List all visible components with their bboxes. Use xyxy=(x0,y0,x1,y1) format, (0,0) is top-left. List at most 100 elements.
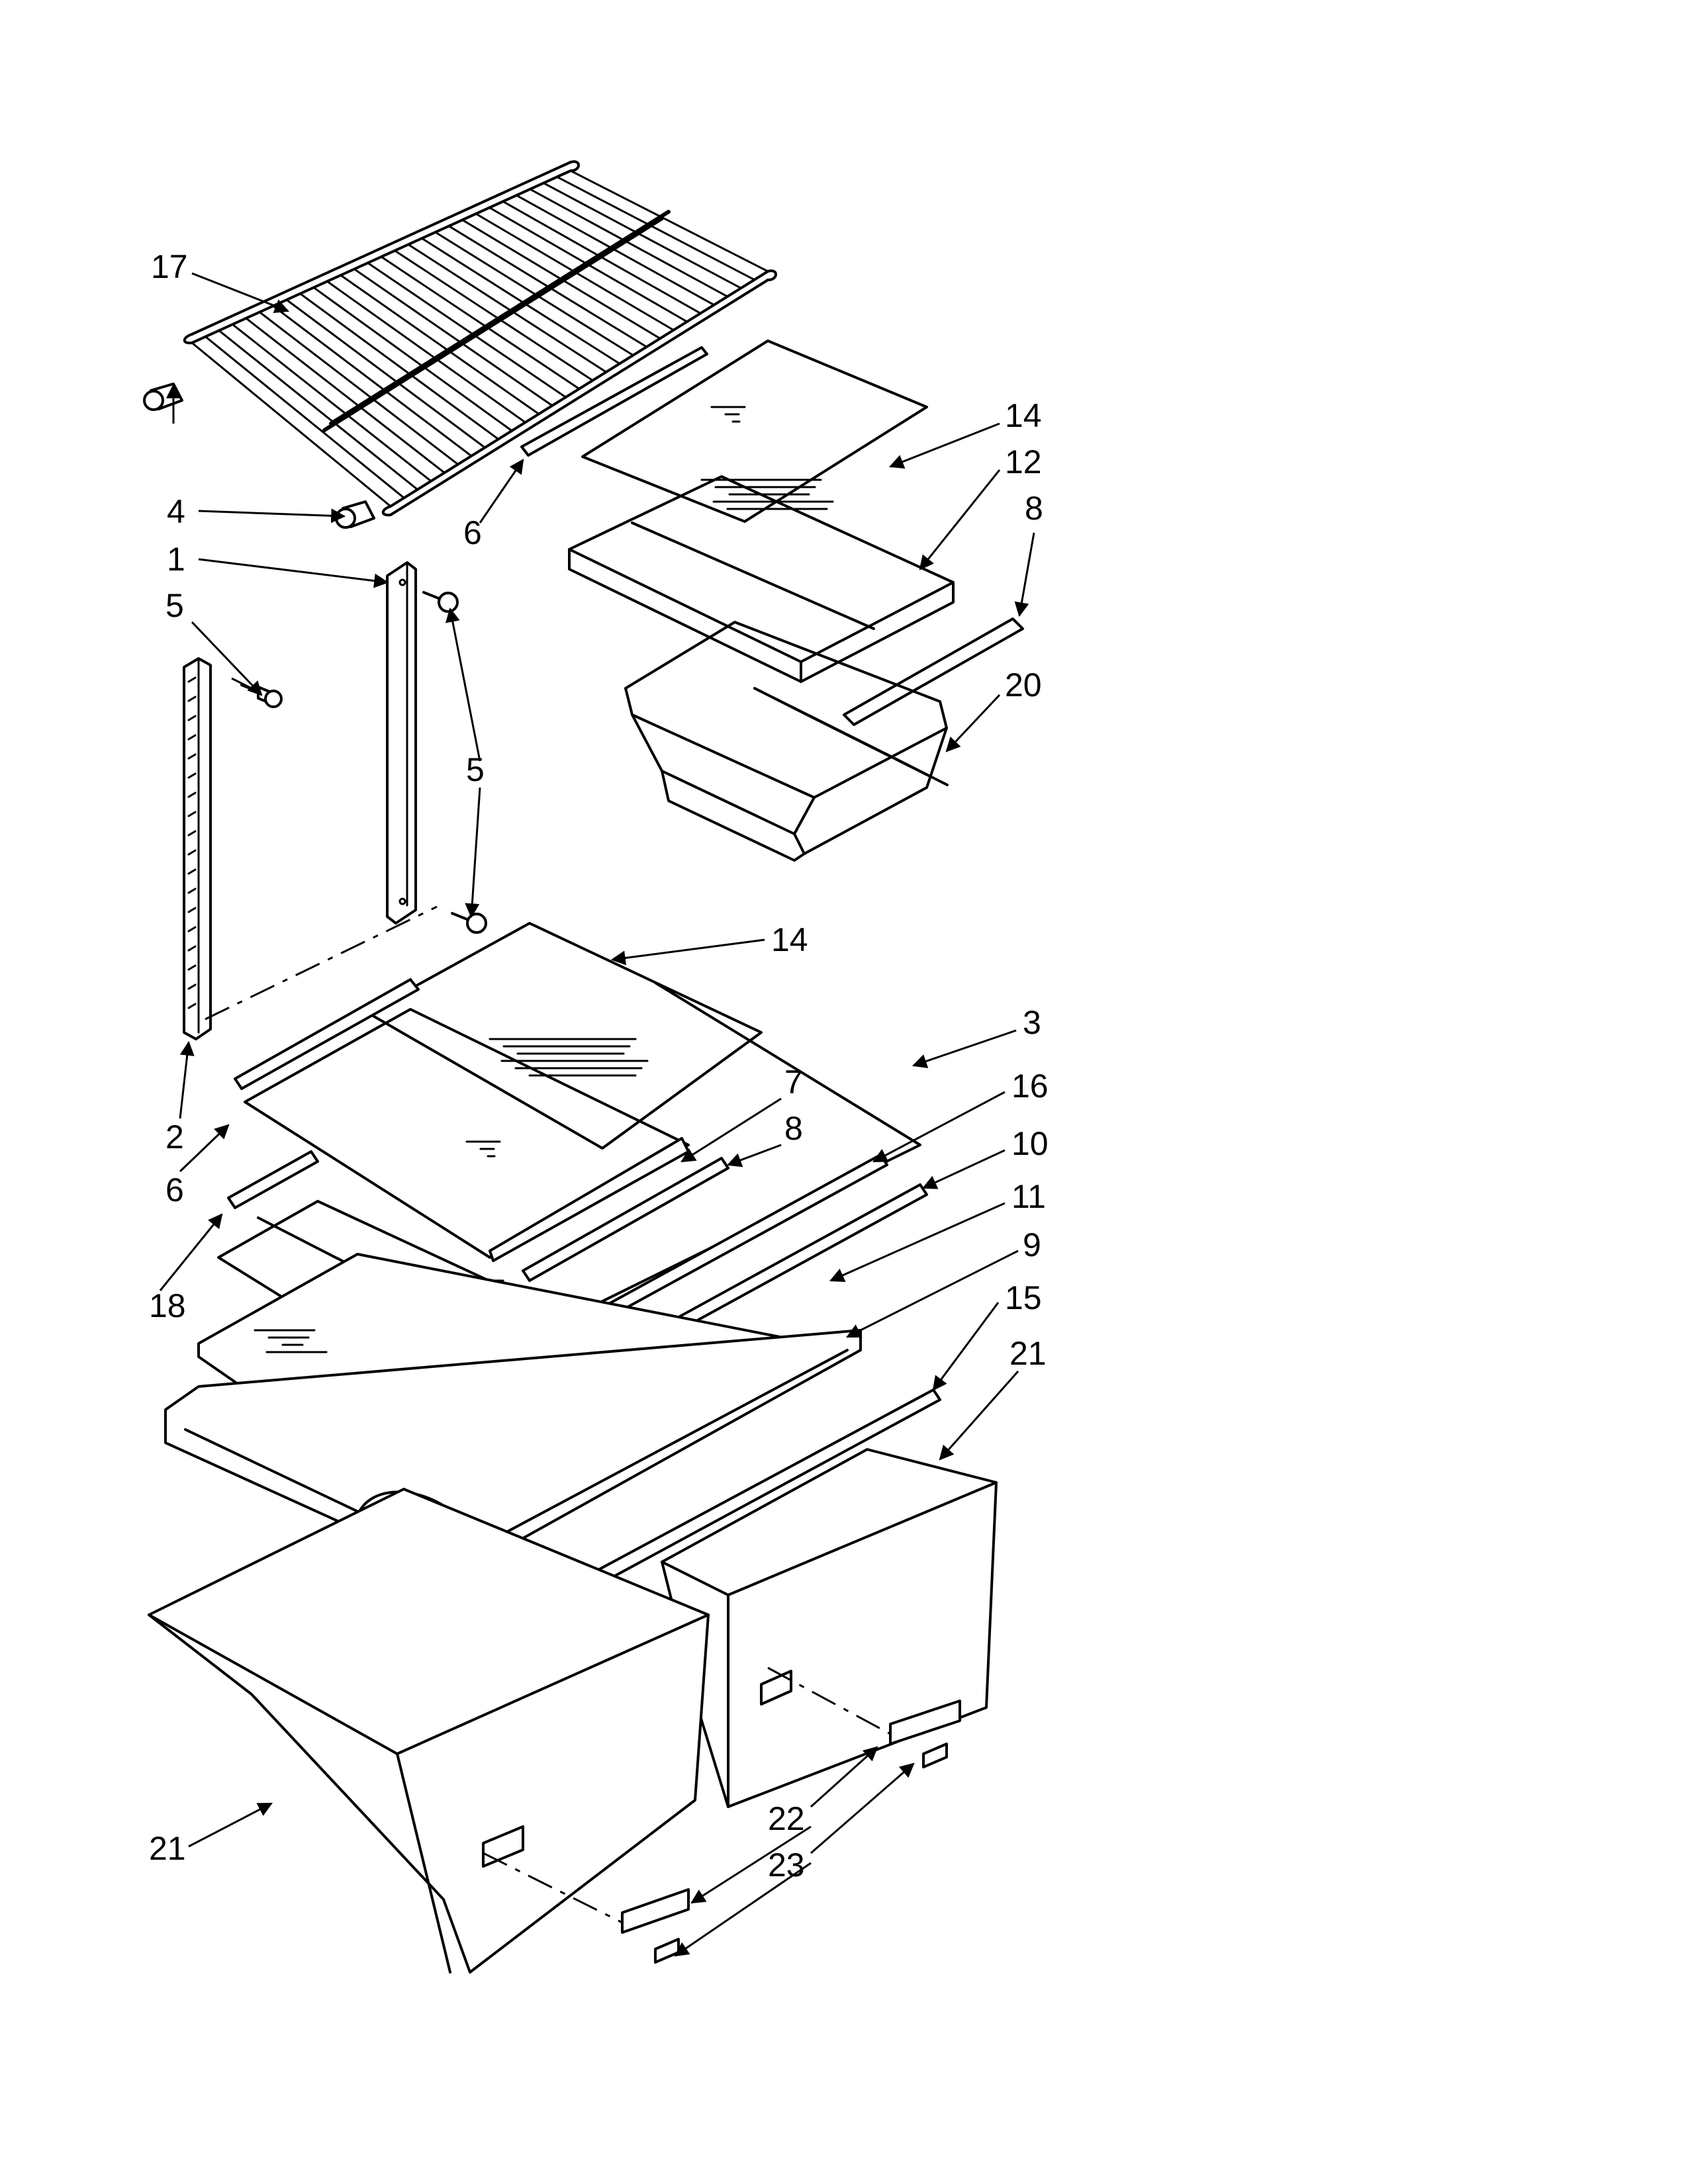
ladder-slot xyxy=(187,830,197,837)
ladder-slot xyxy=(187,792,197,798)
leader-arrow xyxy=(159,1213,223,1291)
leader-arrow xyxy=(912,1029,1017,1069)
ladder-slot xyxy=(187,945,197,952)
leader-lines xyxy=(159,272,1035,1957)
shelf-wire xyxy=(340,274,540,416)
pan-vent xyxy=(883,752,949,786)
callout-11: 11 xyxy=(1011,1178,1046,1215)
shelf-wire xyxy=(285,298,486,449)
shelf-wire xyxy=(407,243,608,373)
leader-arrow xyxy=(445,607,481,762)
shelf-wire xyxy=(218,329,419,491)
ladder-slot xyxy=(187,849,197,856)
shelf-wire xyxy=(475,212,675,332)
callout-6-top: 6 xyxy=(463,514,482,551)
leader-arrow xyxy=(179,1040,195,1119)
shelf-wire xyxy=(502,200,702,314)
callout-1: 1 xyxy=(167,541,185,578)
leader-arrow xyxy=(829,1202,1006,1283)
callout-6-left: 6 xyxy=(165,1171,184,1208)
shelf-wire xyxy=(447,225,648,348)
ladder-slot xyxy=(187,715,197,721)
shelf-wire xyxy=(569,169,769,273)
callout-2: 2 xyxy=(165,1118,184,1156)
callout-labels: 17 4 1 5 5 6 14 12 8 20 14 3 7 8 16 10 1… xyxy=(149,248,1049,1884)
leader-arrow xyxy=(872,1091,1006,1163)
callout-4: 4 xyxy=(167,493,185,530)
shelf-wire xyxy=(556,175,756,281)
leader-arrow xyxy=(465,787,481,919)
callout-8-top: 8 xyxy=(1025,490,1043,527)
ladder-slot xyxy=(187,676,197,683)
ladder-slot xyxy=(187,811,197,817)
callout-5-top: 5 xyxy=(165,587,184,624)
ladder-slot xyxy=(187,1003,197,1009)
leader-arrow xyxy=(1014,532,1035,617)
callout-14-top: 14 xyxy=(1005,397,1042,434)
callout-20: 20 xyxy=(1005,666,1042,704)
ladder-slot xyxy=(187,772,197,779)
crisper-drawer-part xyxy=(148,1448,998,1974)
leader-arrow xyxy=(922,1149,1006,1189)
leader-arrow xyxy=(888,422,1000,469)
callout-5-right: 5 xyxy=(466,751,485,788)
leader-arrow xyxy=(810,1762,915,1854)
ladder-slot xyxy=(187,887,197,894)
shelf-wire xyxy=(299,293,500,441)
leader-arrow xyxy=(846,1250,1019,1338)
ladder-slot xyxy=(187,734,197,741)
shelf-wire xyxy=(326,280,527,424)
callout-21-right: 21 xyxy=(1009,1335,1047,1372)
ladder-slot xyxy=(187,983,197,990)
callout-18: 18 xyxy=(149,1287,186,1324)
leader-arrow xyxy=(610,938,765,966)
shelf-ladder-part xyxy=(183,561,417,1040)
callout-10: 10 xyxy=(1011,1125,1049,1162)
leader-arrow xyxy=(945,694,1001,752)
shelf-wire xyxy=(312,286,513,432)
callout-12: 12 xyxy=(1005,443,1042,480)
leader-arrow xyxy=(690,1825,812,1904)
shelf-wire xyxy=(367,261,567,398)
callout-16: 16 xyxy=(1011,1068,1049,1105)
leader-arrow xyxy=(674,1862,812,1957)
callout-8-middle: 8 xyxy=(784,1110,803,1147)
shelf-wire xyxy=(488,206,688,323)
ladder-slot xyxy=(187,868,197,875)
screw-part xyxy=(240,591,487,934)
shelf-wire xyxy=(420,237,621,365)
ladder-slot xyxy=(187,907,197,913)
shelf-wire xyxy=(191,341,392,508)
shelf-wire xyxy=(380,255,581,390)
leader-arrow xyxy=(188,1802,273,1848)
wire-shelf-part xyxy=(183,160,777,517)
shelf-wire xyxy=(231,323,432,482)
leader-arrow xyxy=(191,621,263,696)
ladder-slot xyxy=(187,753,197,760)
shelf-wire xyxy=(272,304,473,457)
shelf-wire xyxy=(515,194,716,306)
lower-shelf-assembly xyxy=(164,1150,941,1641)
callout-23: 23 xyxy=(768,1846,805,1884)
leader-arrow xyxy=(479,459,524,523)
leader-arrow xyxy=(726,1144,782,1167)
shelf-wire xyxy=(542,182,742,289)
callout-14-middle: 14 xyxy=(771,921,808,958)
ladder-slot xyxy=(187,926,197,933)
leader-arrow xyxy=(680,1097,782,1163)
ladder-slot xyxy=(187,696,197,702)
shelf-wire xyxy=(434,231,634,357)
upper-crisper-assembly xyxy=(520,340,1024,862)
leader-arrow xyxy=(919,469,1001,570)
ladder-slot xyxy=(187,964,197,971)
drawer-label-part xyxy=(621,1700,961,1964)
shelf-wire xyxy=(393,250,594,382)
leader-arrow xyxy=(198,558,389,588)
leader-arrow xyxy=(810,1746,878,1808)
shelf-wire xyxy=(245,317,445,474)
leader-arrow xyxy=(191,272,290,313)
shelf-wire xyxy=(258,311,459,466)
shelf-wire xyxy=(461,218,661,340)
callout-3: 3 xyxy=(1023,1004,1041,1041)
callout-22: 22 xyxy=(768,1800,805,1837)
